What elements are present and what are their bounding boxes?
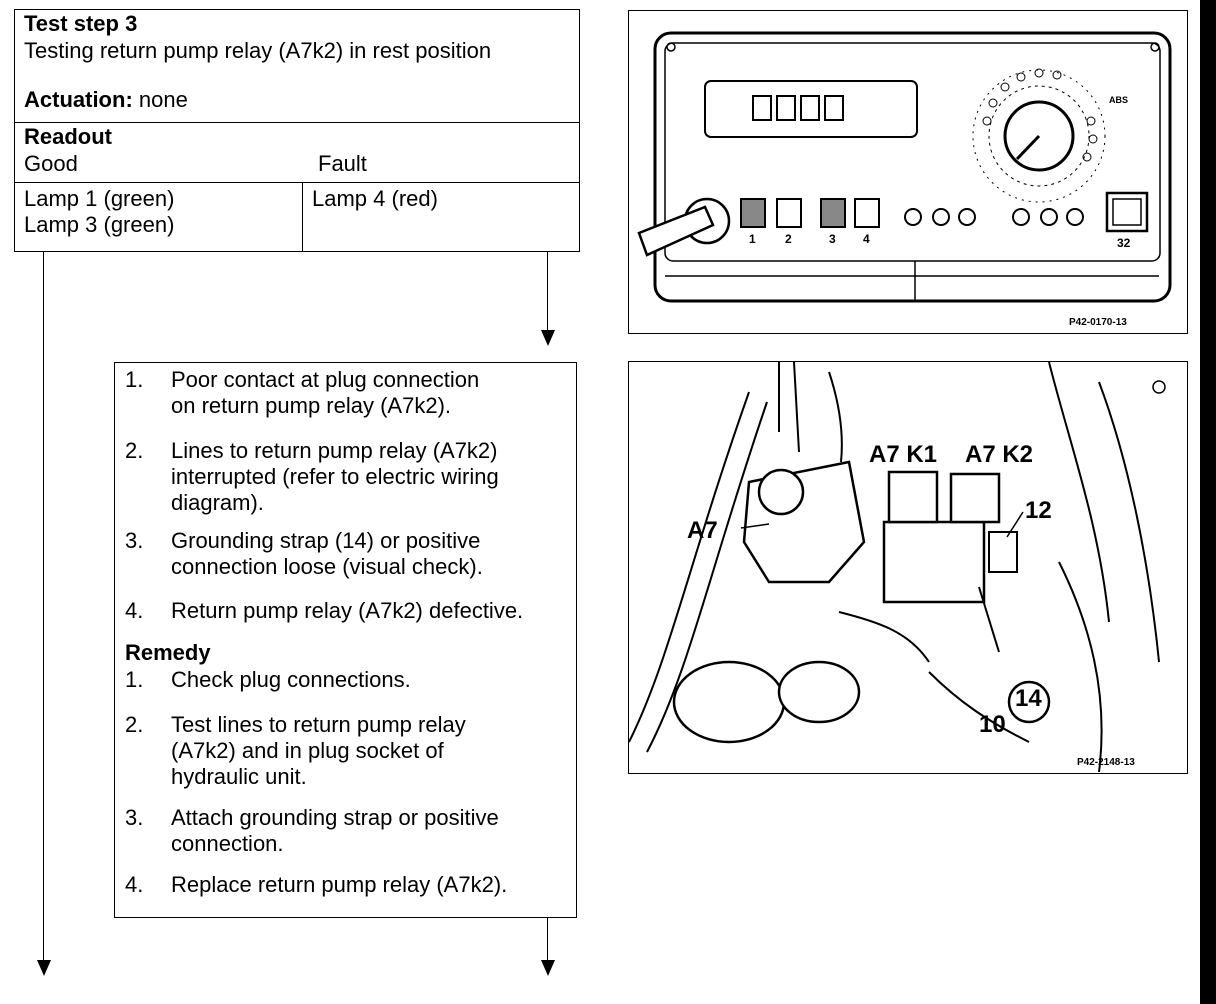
list-text: Poor contact at plug connection on retur… xyxy=(171,367,480,418)
list-number: 4. xyxy=(125,598,144,623)
list-text: Attach grounding strap or positive conne… xyxy=(171,805,499,856)
lamp-label: 3 xyxy=(829,232,836,246)
label-12: 12 xyxy=(1025,497,1052,524)
list-number: 4. xyxy=(125,872,144,897)
good-flow-line xyxy=(43,252,44,962)
relay-a7k1 xyxy=(887,470,939,524)
display-digit xyxy=(800,95,820,121)
good-lamp-1: Lamp 1 (green) xyxy=(24,186,175,211)
tester-display xyxy=(704,80,918,138)
relay-block xyxy=(882,520,986,604)
label-a7k2: A7 K2 xyxy=(965,441,1033,468)
label-14: 14 xyxy=(1015,685,1042,712)
list-text: Grounding strap (14) or positive connect… xyxy=(171,528,483,579)
list-number: 2. xyxy=(125,712,144,737)
screw-icon xyxy=(1152,380,1166,394)
rotary-selector-dial: ABS xyxy=(972,68,1128,203)
hoses xyxy=(628,361,1160,773)
lamp-4 xyxy=(854,198,880,228)
plug-connector-12 xyxy=(988,531,1018,573)
list-number: 3. xyxy=(125,805,144,830)
fault-flow-line xyxy=(547,252,548,332)
causes-remedy-box: 1. Poor contact at plug connection on re… xyxy=(114,362,577,918)
label-10: 10 xyxy=(979,711,1006,738)
list-number: 2. xyxy=(125,438,144,463)
label-a7: A7 xyxy=(687,517,718,544)
display-digit xyxy=(776,95,796,121)
tester-figure: ABS 1 2 3 4 32 P42-0170-13 xyxy=(628,10,1188,334)
list-number: 1. xyxy=(125,667,144,692)
fault-lamp-4: Lamp 4 (red) xyxy=(312,186,438,211)
page-edge xyxy=(1200,0,1216,1004)
list-text: Test lines to return pump relay (A7k2) a… xyxy=(171,712,466,789)
list-text: Return pump relay (A7k2) defective. xyxy=(171,598,524,623)
list-text: Lines to return pump relay (A7k2) interr… xyxy=(171,438,499,515)
good-flow-arrowhead xyxy=(37,960,51,976)
lamp-label: 1 xyxy=(749,232,756,246)
pump-housing xyxy=(672,660,786,744)
engine-bay-figure: A7 K1 A7 K2 A7 12 14 10 P42-2148-13 xyxy=(628,361,1188,774)
divider xyxy=(15,182,579,183)
good-lamp-3: Lamp 3 (green) xyxy=(24,212,175,237)
tester-front-panel xyxy=(664,42,1161,262)
actuation-value: none xyxy=(138,87,188,112)
dial-label: ABS xyxy=(1109,95,1128,105)
relay-a7k2 xyxy=(949,472,1001,524)
good-label: Good xyxy=(24,151,78,176)
actuation-label: Actuation: xyxy=(24,87,133,112)
list-number: 1. xyxy=(125,367,144,392)
lamp-3 xyxy=(820,198,846,228)
figure-ref: P42-2148-13 xyxy=(1077,757,1135,768)
test-step-title: Test step 3 xyxy=(24,11,138,36)
screw-icon xyxy=(1150,42,1160,52)
exit-flow-line xyxy=(547,918,548,962)
lamp-label: 4 xyxy=(863,232,870,246)
figure-ref: P42-0170-13 xyxy=(1069,317,1127,328)
display-digit xyxy=(824,95,844,121)
lamp-label: 2 xyxy=(785,232,792,246)
exit-flow-arrowhead xyxy=(541,960,555,976)
readout-label: Readout xyxy=(24,124,112,149)
test-step-box: Test step 3 Testing return pump relay (A… xyxy=(14,9,580,252)
indicator-lights xyxy=(904,208,1084,226)
lamp-2 xyxy=(776,198,802,228)
divider xyxy=(15,122,579,123)
lamp-1 xyxy=(740,198,766,228)
fault-label: Fault xyxy=(318,151,367,176)
test-step-description: Testing return pump relay (A7k2) in rest… xyxy=(24,38,492,63)
list-text: Check plug connections. xyxy=(171,667,411,692)
engine-bay-illustration: A7 K1 A7 K2 A7 12 14 10 P42-2148-13 xyxy=(628,361,1166,773)
tester-illustration: ABS 1 2 3 4 32 P42-0170-13 xyxy=(637,31,1172,328)
list-number: 3. xyxy=(125,528,144,553)
screw-icon xyxy=(666,42,676,52)
display-digit xyxy=(752,95,772,121)
lamp-label: 32 xyxy=(1117,236,1131,250)
list-text: Replace return pump relay (A7k2). xyxy=(171,872,508,897)
fault-flow-arrowhead xyxy=(541,330,555,346)
divider xyxy=(302,182,303,252)
remedy-label: Remedy xyxy=(125,640,211,665)
tester-knob xyxy=(637,197,731,257)
ground-strap-14 xyxy=(1007,680,1051,724)
label-a7k1: A7 K1 xyxy=(869,441,937,468)
actuation-line: Actuation: none xyxy=(24,87,188,113)
